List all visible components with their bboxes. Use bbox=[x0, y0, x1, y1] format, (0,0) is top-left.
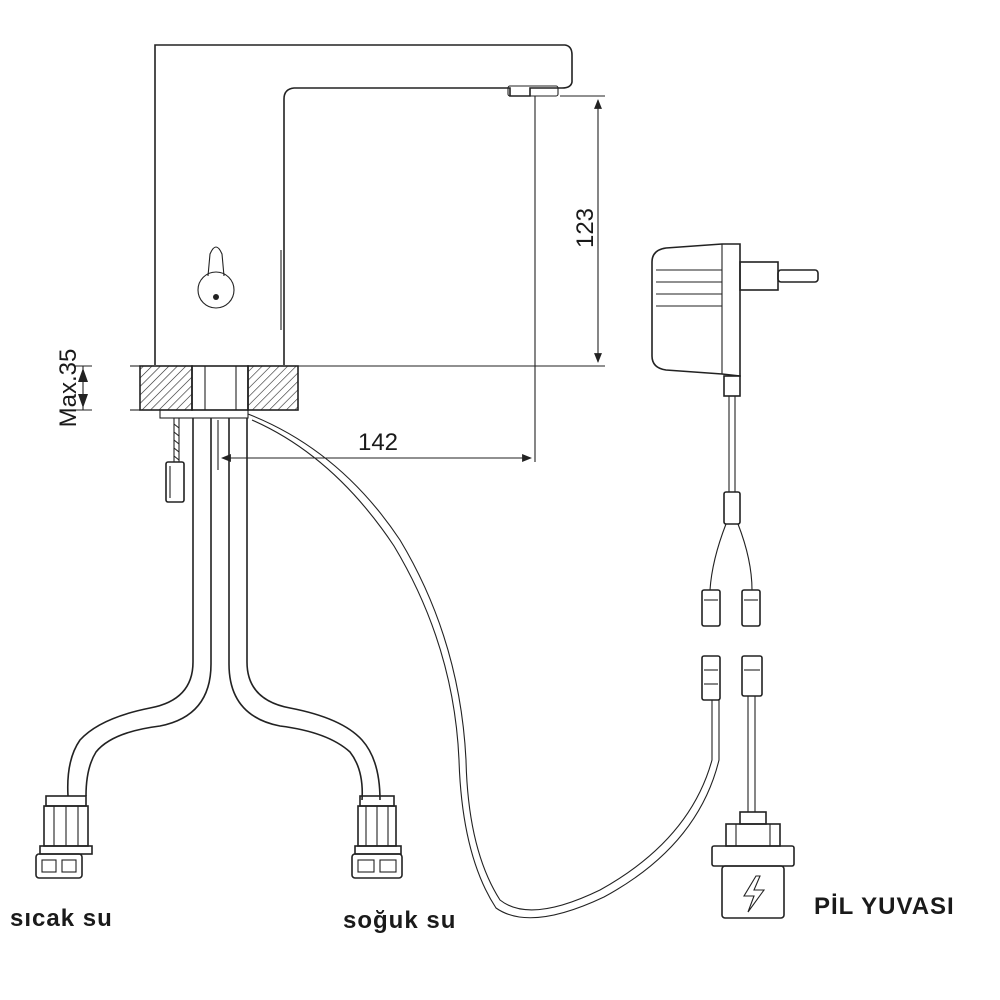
battery-box-label: PİL YUVASI bbox=[814, 893, 955, 920]
dimension-max35: Max.35 bbox=[55, 349, 92, 428]
lightning-bolt-icon bbox=[743, 875, 766, 913]
dimension-142: 142 bbox=[217, 420, 532, 470]
hot-water-label: sıcak su bbox=[10, 905, 113, 932]
hot-water-fitting bbox=[35, 795, 93, 879]
power-adapter bbox=[651, 243, 819, 627]
cold-water-label: soğuk su bbox=[343, 907, 456, 934]
cold-water-fitting bbox=[351, 795, 403, 879]
threaded-rod bbox=[165, 418, 185, 503]
faucet-body bbox=[154, 44, 573, 462]
sensor-cable bbox=[247, 413, 720, 919]
max-thickness-label: Max.35 bbox=[55, 349, 82, 428]
spout-height-label: 123 bbox=[572, 208, 599, 248]
spout-reach-label: 142 bbox=[358, 429, 398, 456]
flex-hoses bbox=[66, 418, 381, 801]
keyhole-icon bbox=[197, 246, 235, 309]
battery-box bbox=[711, 811, 795, 919]
extension-lines bbox=[130, 95, 605, 411]
dimension-123: 123 bbox=[572, 99, 602, 363]
battery-connectors bbox=[701, 655, 763, 812]
mounting-nut bbox=[139, 365, 299, 419]
